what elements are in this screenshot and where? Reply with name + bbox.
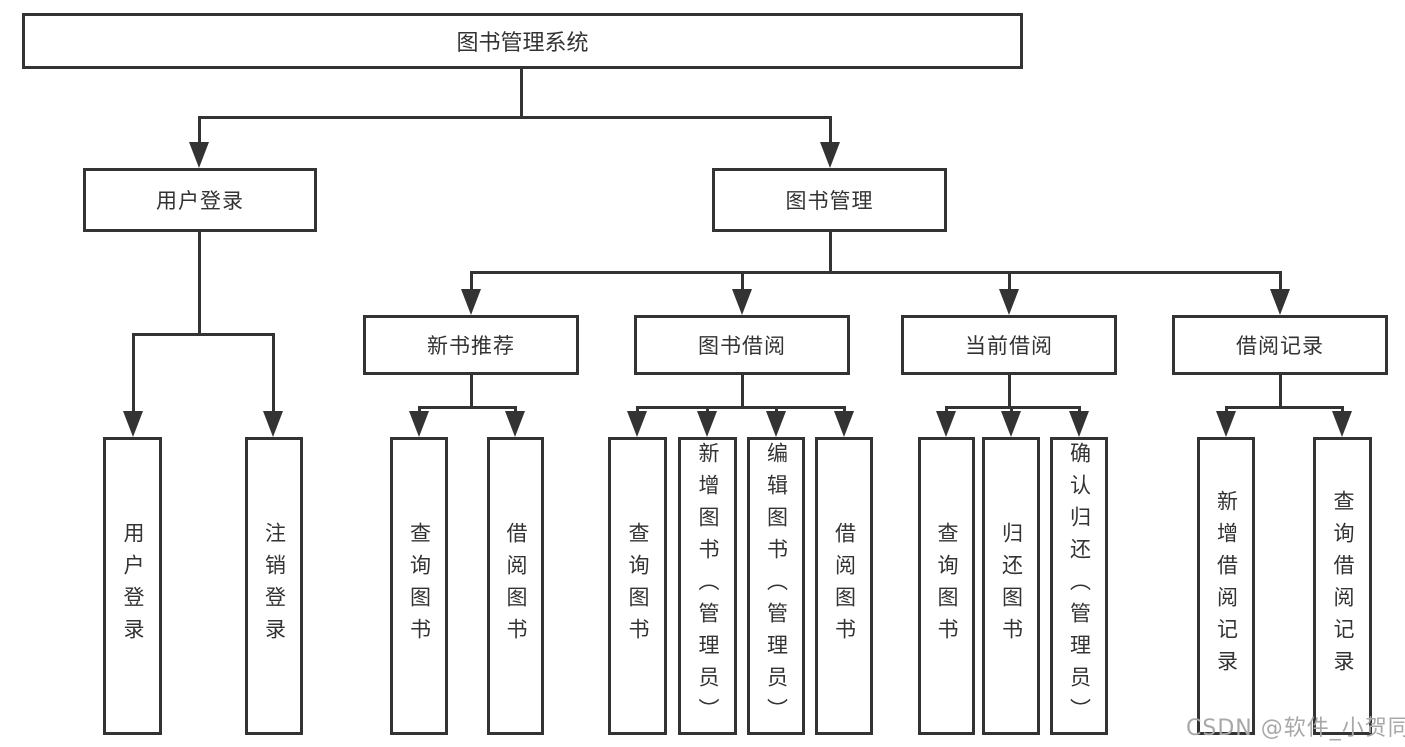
connector-line <box>198 116 832 119</box>
connector-line <box>829 232 832 274</box>
leaf-query-book-2: 查询图书 <box>608 437 667 735</box>
arrow-down-icon <box>1332 411 1352 437</box>
leaf-user-login: 用户登录 <box>103 437 162 735</box>
arrow-down-icon <box>627 411 647 437</box>
connector-line <box>1279 375 1282 409</box>
connector-line <box>1225 406 1344 409</box>
arrow-down-icon <box>820 142 840 168</box>
connector-line <box>470 271 1282 274</box>
node-borrow-records: 借阅记录 <box>1172 315 1388 375</box>
connector-line <box>470 271 473 295</box>
leaf-edit-book-admin: 编辑图书（管理员） <box>747 437 805 735</box>
connector-line <box>520 68 523 118</box>
connector-line <box>741 375 744 409</box>
connector-line <box>198 116 201 148</box>
connector-line <box>272 333 275 417</box>
node-user-login: 用户登录 <box>83 168 317 232</box>
leaf-query-book-3: 查询图书 <box>918 437 975 735</box>
arrow-down-icon <box>697 411 717 437</box>
connector-line <box>1008 375 1011 409</box>
connector-line <box>198 232 201 336</box>
connector-line <box>636 406 846 409</box>
arrow-down-icon <box>1069 411 1089 437</box>
node-book-management: 图书管理 <box>712 168 947 232</box>
watermark: CSDN @软件_小贺同学 <box>1186 716 1405 741</box>
arrow-down-icon <box>461 289 481 315</box>
connector-line <box>418 406 517 409</box>
leaf-add-borrow-record: 新增借阅记录 <box>1197 437 1255 735</box>
arrow-down-icon <box>505 411 525 437</box>
connector-line <box>741 271 744 295</box>
node-book-borrow: 图书借阅 <box>634 315 850 375</box>
connector-line <box>1279 271 1282 295</box>
connector-line <box>945 406 1081 409</box>
connector-line <box>829 116 832 148</box>
arrow-down-icon <box>1270 289 1290 315</box>
arrow-down-icon <box>1001 411 1021 437</box>
arrow-down-icon <box>834 411 854 437</box>
node-new-book-recommend: 新书推荐 <box>363 315 579 375</box>
arrow-down-icon <box>1216 411 1236 437</box>
arrow-down-icon <box>732 289 752 315</box>
leaf-query-book-1: 查询图书 <box>390 437 448 735</box>
node-library-system: 图书管理系统 <box>22 13 1023 69</box>
connector-line <box>132 333 135 417</box>
leaf-return-book: 归还图书 <box>982 437 1040 735</box>
node-current-borrow: 当前借阅 <box>901 315 1117 375</box>
arrow-down-icon <box>766 411 786 437</box>
leaf-query-borrow-record: 查询借阅记录 <box>1313 437 1372 735</box>
connector-line <box>132 333 275 336</box>
leaf-borrow-book-1: 借阅图书 <box>487 437 544 735</box>
arrow-down-icon <box>263 411 283 437</box>
arrow-down-icon <box>936 411 956 437</box>
leaf-confirm-return-admin: 确认归还（管理员） <box>1050 437 1108 735</box>
arrow-down-icon <box>189 142 209 168</box>
leaf-add-book-admin: 新增图书（管理员） <box>678 437 737 735</box>
connector-line <box>470 375 473 409</box>
leaf-logout: 注销登录 <box>245 437 303 735</box>
arrow-down-icon <box>409 411 429 437</box>
arrow-down-icon <box>123 411 143 437</box>
connector-line <box>1008 271 1011 295</box>
leaf-borrow-book-2: 借阅图书 <box>815 437 873 735</box>
arrow-down-icon <box>999 289 1019 315</box>
